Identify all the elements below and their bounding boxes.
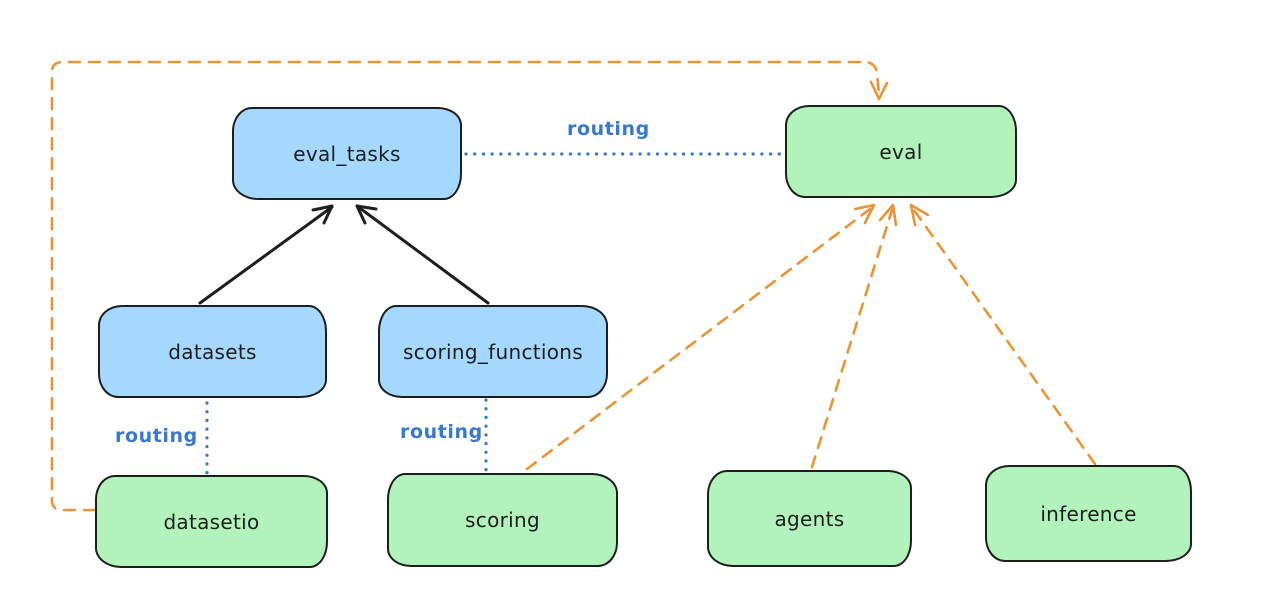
node-agents-label: agents xyxy=(774,506,845,531)
edge-label-routing-scoring-functions-scoring: routing xyxy=(400,421,483,443)
edge-label-routing-datasets-datasetio: routing xyxy=(115,425,198,447)
node-eval-label: eval xyxy=(879,139,923,164)
arrowhead-agents-to-eval xyxy=(878,203,898,227)
node-eval-tasks-label: eval_tasks xyxy=(293,141,401,166)
node-scoring: scoring xyxy=(387,473,618,567)
edge-datasets-to-eval-tasks xyxy=(198,205,334,305)
node-eval: eval xyxy=(785,105,1017,198)
edge-agents-to-eval xyxy=(810,208,894,469)
node-scoring-functions-label: scoring_functions xyxy=(402,339,584,364)
node-datasetio: datasetio xyxy=(95,475,328,568)
arrowhead-inference-to-eval xyxy=(909,203,930,227)
node-eval-tasks: eval_tasks xyxy=(232,107,462,200)
node-datasetio-label: datasetio xyxy=(163,509,260,534)
node-scoring-label: scoring xyxy=(465,508,540,532)
node-agents: agents xyxy=(707,470,912,567)
node-inference-label: inference xyxy=(1040,501,1137,526)
node-inference: inference xyxy=(985,465,1192,562)
arrowhead-datasets-to-eval-tasks xyxy=(311,204,334,225)
node-datasets: datasets xyxy=(98,305,327,398)
edge-inference-to-eval xyxy=(912,208,1097,466)
arrowhead-scoring-to-eval xyxy=(853,203,876,225)
node-scoring-functions: scoring_functions xyxy=(378,305,608,398)
edge-label-routing-eval-tasks-eval: routing xyxy=(567,118,650,140)
arrowhead-datasetio-to-eval xyxy=(869,80,889,101)
arrowhead-scoring-functions-to-eval-tasks xyxy=(355,204,378,225)
node-datasets-label: datasets xyxy=(168,339,257,364)
edge-scoring-functions-to-eval-tasks xyxy=(355,204,490,305)
